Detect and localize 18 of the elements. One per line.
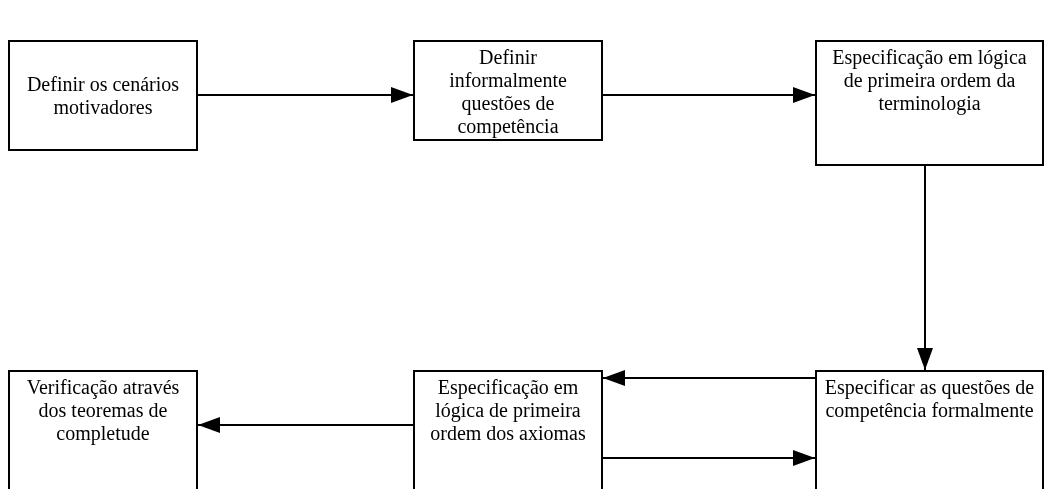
- arrow: [917, 165, 933, 371]
- process-box: [8, 370, 198, 489]
- box-label: Especificação em lógica de primeira ordem da terminologia: [831, 46, 1028, 115]
- box-label: Definir informalmente questões de competência: [448, 46, 568, 138]
- arrow: [197, 417, 414, 433]
- arrow: [197, 87, 414, 103]
- arrow: [602, 450, 816, 466]
- process-box: [413, 370, 603, 489]
- arrow: [602, 370, 816, 386]
- process-box: [815, 40, 1044, 166]
- box-label: Especificar as questões de competência formalmente: [823, 376, 1036, 422]
- box-label: Definir os cenários motivadores: [25, 72, 181, 119]
- arrow: [602, 87, 816, 103]
- process-box: [8, 40, 198, 151]
- process-box: [413, 40, 603, 141]
- box-label: Verificação através dos teoremas de completude: [25, 376, 181, 445]
- box-label: Especificação em lógica de primeira ordem dos axiomas: [429, 376, 587, 445]
- process-box: [815, 370, 1044, 489]
